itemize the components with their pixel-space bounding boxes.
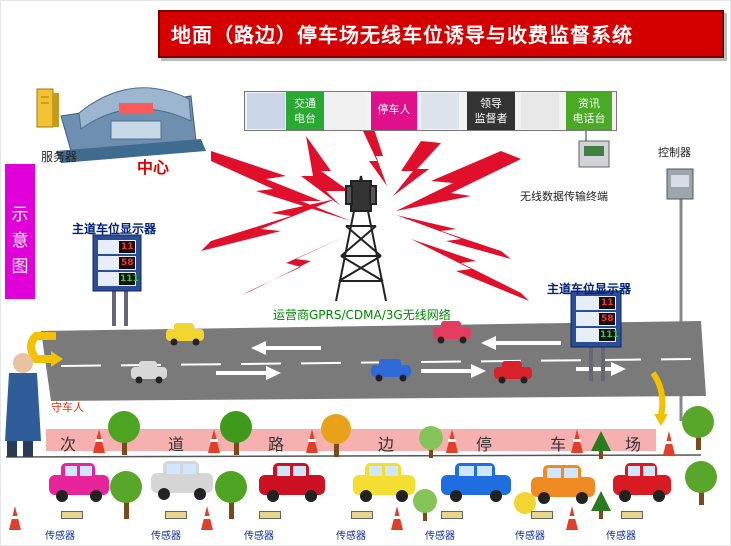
turn-arrow-right <box>650 371 666 417</box>
data-center-icon <box>56 87 206 163</box>
sensor-label: 传感器 <box>336 531 366 542</box>
band-char: 场 <box>624 435 641 454</box>
server-label: 服务器 <box>41 150 78 164</box>
wireless-terminal-icon <box>578 131 610 168</box>
person-avatar-icon <box>247 93 285 129</box>
schematic-label: 示 意 图 <box>5 164 35 299</box>
display-value: 111 <box>600 330 619 340</box>
info-phone-cell: 资讯 电话台 <box>566 92 612 130</box>
wireless-terminal-label: 无线数据传输终端 <box>520 190 608 203</box>
sensor-device-icon <box>441 511 463 519</box>
display-value: 11 <box>601 298 614 308</box>
cell-label: 领导 监督者 <box>474 97 508 125</box>
center-label: 中心 <box>137 158 170 177</box>
person-avatar-icon <box>421 93 459 129</box>
server-icon <box>36 88 59 128</box>
curb-line <box>5 454 702 458</box>
leader-supervisor-cell: 领导 监督者 <box>467 92 515 130</box>
sensor-label: 传感器 <box>244 531 274 542</box>
title-banner <box>158 10 724 58</box>
cell-label: 交通 电台 <box>294 97 316 125</box>
sensor-device-icon <box>351 511 373 519</box>
band-char: 道 <box>167 435 184 454</box>
guard-person-icon <box>5 353 41 457</box>
sensor-device-icon <box>61 511 83 519</box>
display-value: 58 <box>121 258 134 268</box>
sensor-label: 传感器 <box>425 531 455 542</box>
band-char: 次 <box>59 435 76 454</box>
band-char: 停 <box>475 435 492 454</box>
sensor-label: 传感器 <box>606 531 636 542</box>
u-turn-arrow-left <box>27 332 56 363</box>
road-cars <box>131 321 532 384</box>
trees-upper <box>108 406 717 505</box>
wireless-signal-bolts <box>201 126 529 301</box>
band-char: 边 <box>377 435 394 454</box>
network-label: 运营商GPRS/CDMA/3G无线网络 <box>273 308 451 322</box>
display-value: 111 <box>120 274 139 284</box>
page-title: 地面（路边）停车场无线车位诱导与收费监督系统 <box>171 23 633 47</box>
parking-name-band <box>46 429 656 451</box>
band-char: 路 <box>267 435 284 454</box>
sensor-device-icon <box>259 511 281 519</box>
person-avatar-icon <box>327 93 365 129</box>
sensor-label: 传感器 <box>515 531 545 542</box>
trees-lower <box>110 471 611 521</box>
display-value: 58 <box>601 314 614 324</box>
traffic-radio-cell: 交通 电台 <box>286 92 324 130</box>
parked-cars <box>49 461 671 504</box>
guard-label: 守车人 <box>51 401 84 414</box>
parker-cell: 停车人 <box>371 92 417 130</box>
left-display-sign <box>92 234 142 326</box>
cell-tower-icon <box>335 175 387 302</box>
main-display-label-left: 主道车位显示器 <box>72 222 157 236</box>
side-char: 图 <box>11 257 29 277</box>
side-char: 意 <box>11 231 29 251</box>
sensor-label: 传感器 <box>151 531 181 542</box>
traffic-cones <box>9 429 675 530</box>
controller-label: 控制器 <box>658 146 691 159</box>
main-display-label-right: 主道车位显示器 <box>547 282 632 296</box>
road-lane-markings <box>60 358 692 367</box>
phone-icon <box>521 93 559 129</box>
sensor-device-icon <box>165 511 187 519</box>
sensor-device-icon <box>531 511 553 519</box>
cell-label: 资讯 电话台 <box>572 97 606 125</box>
right-display-sign <box>570 290 622 381</box>
sensor-device-icon <box>621 511 643 519</box>
cell-label: 停车人 <box>377 103 411 116</box>
band-char: 车 <box>549 435 566 454</box>
sensor-label: 传感器 <box>45 531 75 542</box>
side-char: 示 <box>11 205 29 225</box>
display-value: 11 <box>121 242 134 252</box>
